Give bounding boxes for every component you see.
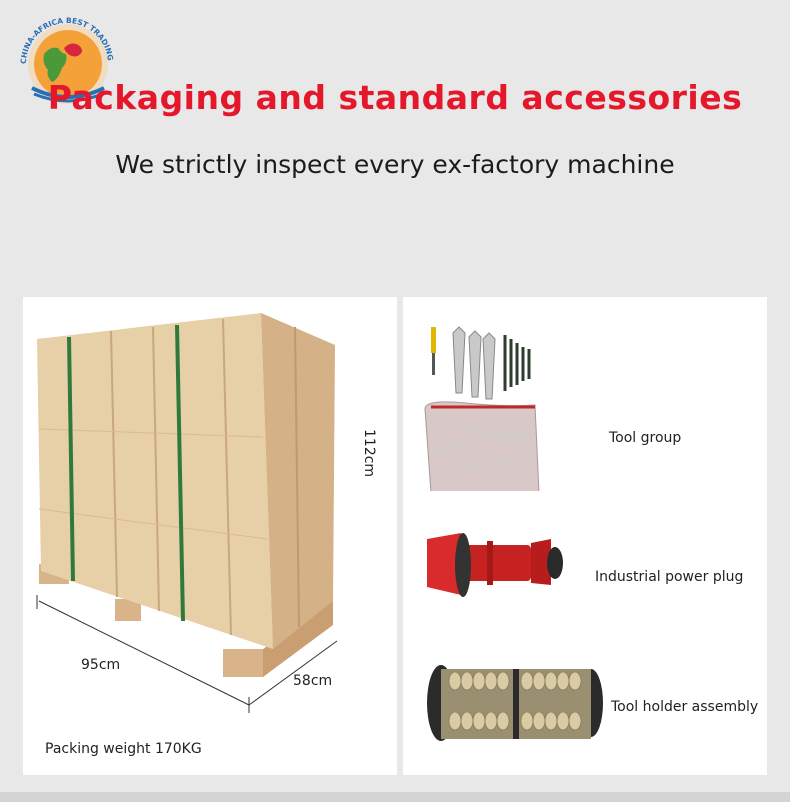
power-plug-icon	[423, 525, 573, 619]
page-subtitle: We strictly inspect every ex-factory mac…	[115, 150, 675, 179]
cutter-drum-icon	[425, 659, 605, 753]
accessories-panel: Tool group Industrial power plug	[403, 297, 767, 775]
crate-width-label: 95cm	[81, 657, 121, 673]
crate-depth-label: 58cm	[293, 673, 333, 689]
bottom-divider	[0, 792, 790, 802]
tool-group-label: Tool group	[609, 430, 682, 446]
crate-panel: 112cm 95cm 58cm Packing weight 170KG	[23, 297, 397, 775]
page-title: Packaging and standard accessories	[47, 78, 743, 117]
crate-height-label: 112cm	[361, 429, 377, 478]
power-plug-label: Industrial power plug	[595, 569, 744, 585]
tool-kit-icon	[423, 321, 543, 495]
tool-holder-label: Tool holder assembly	[611, 699, 759, 715]
company-logo: CHINA-AFRICA BEST TRADING PLATFORM	[4, 0, 120, 106]
wooden-crate-illustration	[36, 313, 338, 713]
packing-weight-label: Packing weight 170KG	[45, 741, 202, 757]
